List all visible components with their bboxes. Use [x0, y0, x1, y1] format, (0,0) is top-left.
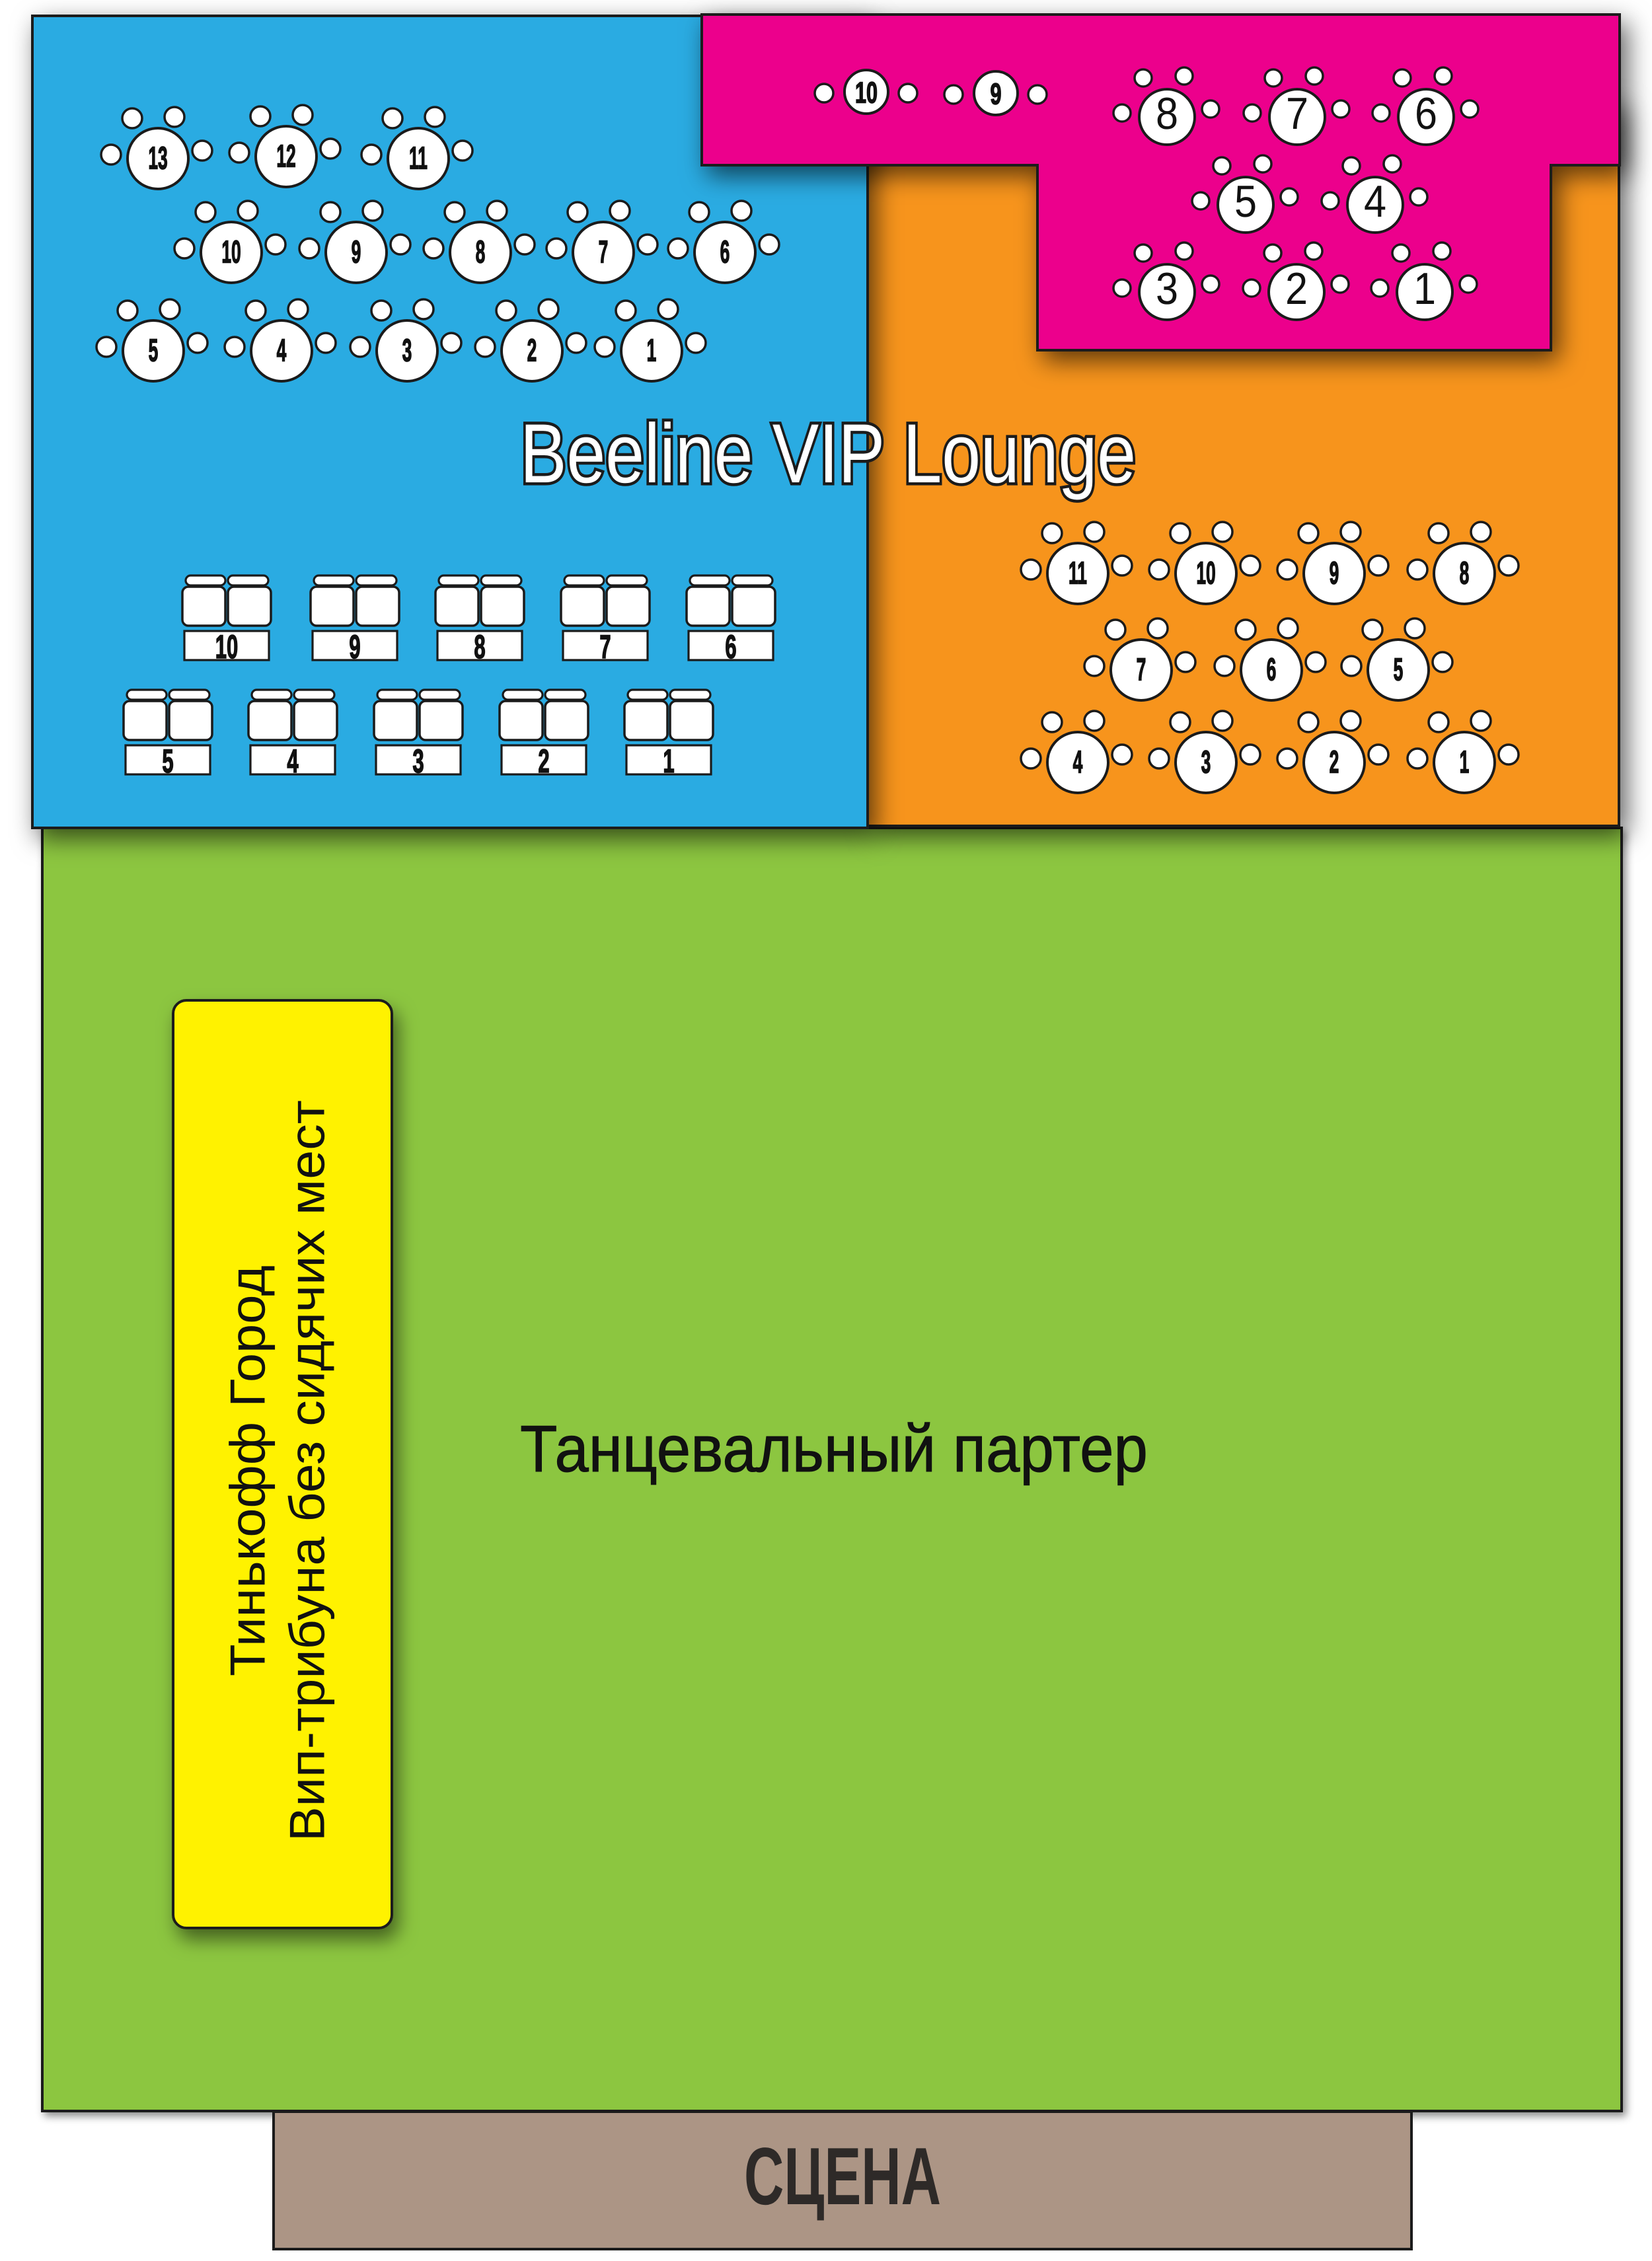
- svg-text:8: 8: [474, 628, 485, 665]
- svg-text:9: 9: [1330, 556, 1339, 591]
- svg-text:5: 5: [1234, 176, 1257, 227]
- svg-text:6: 6: [1267, 653, 1277, 688]
- svg-text:Тинькофф Город: Тинькофф Город: [220, 1265, 276, 1676]
- svg-text:11: 11: [1069, 556, 1087, 591]
- svg-text:Вип-трибуна без сидячих мест: Вип-трибуна без сидячих мест: [280, 1100, 335, 1841]
- svg-text:4: 4: [1073, 745, 1083, 780]
- svg-text:3: 3: [1201, 745, 1211, 780]
- svg-text:6: 6: [720, 235, 730, 270]
- svg-text:3: 3: [412, 743, 424, 780]
- svg-text:4: 4: [277, 334, 287, 369]
- svg-text:5: 5: [149, 334, 159, 369]
- svg-text:9: 9: [349, 628, 360, 665]
- svg-text:1: 1: [647, 334, 657, 369]
- svg-text:12: 12: [276, 139, 295, 174]
- svg-text:8: 8: [1156, 89, 1178, 139]
- svg-text:10: 10: [221, 235, 241, 270]
- svg-text:7: 7: [599, 628, 611, 665]
- svg-text:2: 2: [527, 334, 537, 369]
- svg-text:3: 3: [402, 334, 412, 369]
- svg-text:Beeline VIP Lounge: Beeline VIP Lounge: [520, 406, 1136, 500]
- svg-text:Танцевальный партер: Танцевальный партер: [520, 1412, 1148, 1486]
- svg-text:СЦЕНА: СЦЕНА: [744, 2131, 941, 2222]
- svg-text:9: 9: [352, 235, 361, 270]
- svg-text:10: 10: [855, 76, 878, 110]
- svg-text:2: 2: [1285, 264, 1308, 314]
- svg-text:1: 1: [663, 743, 674, 780]
- svg-text:10: 10: [215, 628, 238, 665]
- svg-text:10: 10: [1196, 556, 1215, 591]
- svg-text:4: 4: [287, 743, 298, 780]
- svg-text:7: 7: [599, 235, 609, 270]
- svg-text:4: 4: [1364, 176, 1386, 227]
- svg-text:5: 5: [1394, 653, 1404, 688]
- svg-text:9: 9: [990, 77, 1001, 111]
- svg-text:8: 8: [1460, 556, 1470, 591]
- svg-text:7: 7: [1137, 653, 1146, 688]
- svg-text:1: 1: [1460, 745, 1470, 780]
- svg-text:8: 8: [476, 235, 486, 270]
- svg-text:5: 5: [162, 743, 173, 780]
- svg-text:11: 11: [409, 141, 428, 176]
- svg-text:3: 3: [1156, 264, 1178, 314]
- svg-text:2: 2: [1330, 745, 1339, 780]
- svg-text:1: 1: [1413, 264, 1436, 314]
- svg-text:6: 6: [1415, 89, 1437, 139]
- svg-text:13: 13: [148, 141, 167, 176]
- svg-text:7: 7: [1286, 89, 1308, 139]
- svg-text:6: 6: [725, 628, 736, 665]
- svg-text:2: 2: [538, 743, 549, 780]
